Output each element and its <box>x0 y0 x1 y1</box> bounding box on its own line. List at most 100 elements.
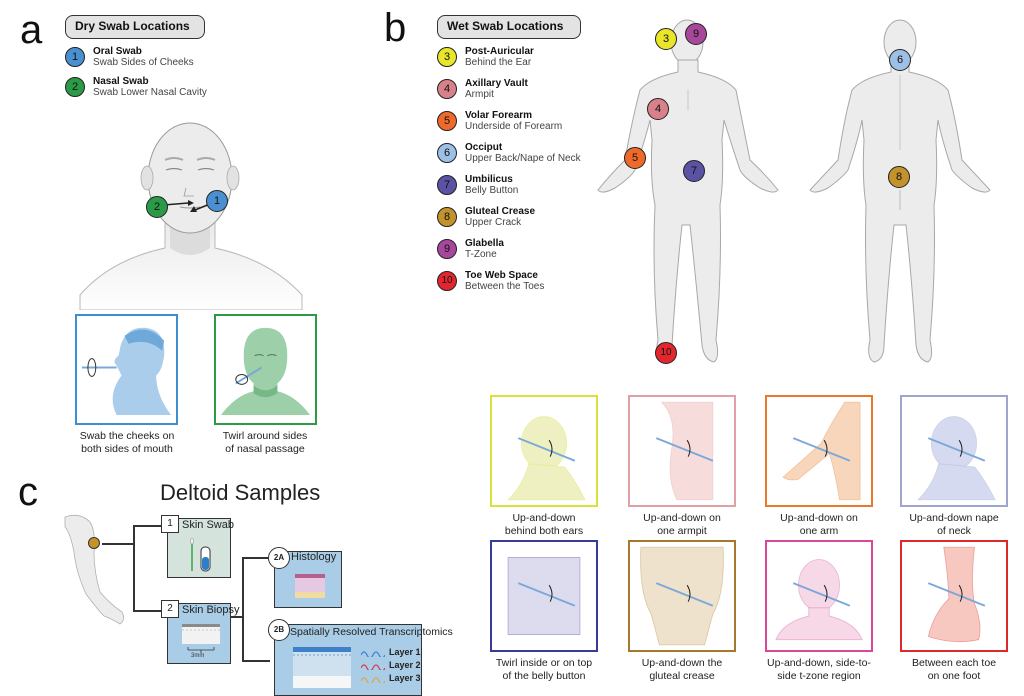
badge-4: 4 <box>437 79 457 99</box>
badge-8: 8 <box>437 207 457 227</box>
legend-name: Post-Auricular <box>465 46 534 57</box>
layer-1-label: Layer 1 <box>389 647 421 657</box>
connector-line <box>242 660 270 662</box>
legend-item-oral-swab: 1 Oral Swab Swab Sides of Cheeks <box>65 46 194 68</box>
body-badge-5: 5 <box>624 147 646 169</box>
swab-tube-icon <box>190 537 211 572</box>
skin-biopsy-label: Skin Biopsy <box>182 604 240 616</box>
caption-line: Twirl around sides <box>222 430 308 442</box>
legend-name: Toe Web Space <box>465 270 538 281</box>
belly-button-illustration <box>507 557 581 635</box>
oral-swab-illustration <box>81 327 172 416</box>
legend-name: Glabella <box>465 238 504 249</box>
badge-3: 3 <box>437 47 457 67</box>
connector-line <box>242 557 244 661</box>
card-nasal-swab <box>214 314 317 425</box>
card-forearm <box>765 395 873 507</box>
card-belly-button <box>490 540 598 652</box>
legend-name: Nasal Swab <box>93 76 149 87</box>
face-badge-1: 1 <box>206 190 228 212</box>
legend-name: Occiput <box>465 142 503 153</box>
forearm-illustration <box>782 401 861 501</box>
body-badge-6: 6 <box>889 49 911 71</box>
legend-desc: Swab Lower Nasal Cavity <box>93 87 207 98</box>
legend-desc: Behind the Ear <box>465 57 532 68</box>
caption-line: Between each toe <box>911 657 997 669</box>
connector-line <box>133 525 135 611</box>
caption-line: one armpit <box>657 525 707 537</box>
connector-line <box>230 616 242 618</box>
legend-desc: Belly Button <box>465 185 519 196</box>
caption-line: gluteal crease <box>649 670 715 682</box>
card-armpit <box>628 395 736 507</box>
card-gluteal-crease <box>628 540 736 652</box>
caption-t-zone: Up-and-down, side-to-side t-zone region <box>749 657 889 683</box>
caption-line: Up-and-down the <box>641 657 723 669</box>
legend-item-nasal-swab: 2 Nasal Swab Swab Lower Nasal Cavity <box>65 76 207 98</box>
badge-10: 10 <box>437 271 457 291</box>
caption-line: of nasal passage <box>225 443 305 455</box>
deltoid-site-marker <box>88 537 100 549</box>
srt-sample-icon <box>293 647 351 688</box>
connector-line <box>102 543 134 545</box>
legend-name: Axillary Vault <box>465 78 528 89</box>
card-oral-swab <box>75 314 178 425</box>
card-nape-of-neck <box>900 395 1008 507</box>
card-behind-ears <box>490 395 598 507</box>
face-badge-2: 2 <box>146 196 168 218</box>
body-front-illustration <box>597 19 779 363</box>
step-2a-marker: 2A <box>268 547 290 569</box>
histology-label: Histology <box>291 551 337 563</box>
caption-nasal-swab: Twirl around sides of nasal passage <box>200 430 330 456</box>
arm-illustration <box>64 514 124 625</box>
biopsy-scale-label: 3mm <box>191 653 205 659</box>
legend-name: Gluteal Crease <box>465 206 536 217</box>
nasal-swab-illustration <box>220 327 311 416</box>
connector-line <box>133 610 167 612</box>
layer-3-wave-icon <box>361 677 385 683</box>
gluteal-crease-illustration <box>640 546 724 646</box>
caption-line: Up-and-down on <box>643 512 721 524</box>
legend-desc: Upper Back/Nape of Neck <box>465 153 581 164</box>
caption-line: on one foot <box>927 670 981 682</box>
panel-letter-c: c <box>18 470 38 514</box>
body-badge-10: 10 <box>655 342 677 364</box>
layer-2-label: Layer 2 <box>389 660 421 670</box>
legend-desc: T-Zone <box>465 249 497 260</box>
caption-line: one arm <box>799 525 839 537</box>
caption-line: Up-and-down on <box>780 512 858 524</box>
legend-desc: Underside of Forearm <box>465 121 563 132</box>
badge-2: 2 <box>65 77 85 97</box>
legend-desc: Armpit <box>465 89 494 100</box>
badge-9: 9 <box>437 239 457 259</box>
caption-line: of neck <box>937 525 971 537</box>
panel-letter-a: a <box>20 8 43 52</box>
badge-6: 6 <box>437 143 457 163</box>
deltoid-title: Deltoid Samples <box>160 480 321 505</box>
skin-swab-label: Skin Swab <box>182 519 234 531</box>
badge-7: 7 <box>437 175 457 195</box>
body-badge-4: 4 <box>647 98 669 120</box>
nape-of-neck-illustration <box>917 416 996 501</box>
toe-web-illustration <box>927 546 986 643</box>
body-badge-9: 9 <box>685 23 707 45</box>
legend-desc: Swab Sides of Cheeks <box>93 57 194 68</box>
legend-desc: Between the Toes <box>465 281 545 292</box>
body-badge-8: 8 <box>888 166 910 188</box>
step-2b-marker: 2B <box>268 619 290 641</box>
t-zone-illustration <box>775 559 863 641</box>
caption-line: Up-and-down nape <box>909 512 999 524</box>
legend-desc: Upper Crack <box>465 217 522 228</box>
badge-1: 1 <box>65 47 85 67</box>
